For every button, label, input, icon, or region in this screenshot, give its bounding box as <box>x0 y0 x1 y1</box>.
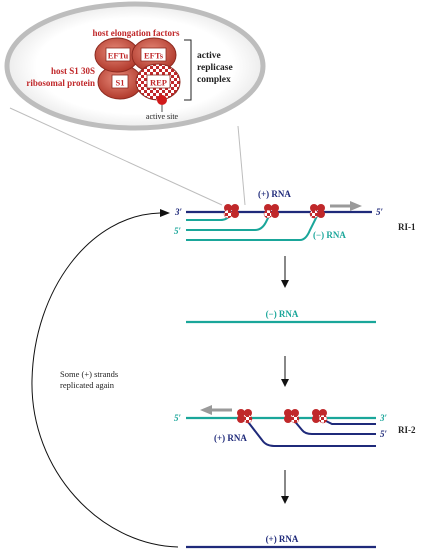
ri1-replicase-3 <box>309 204 325 219</box>
ri2-plus-strand-1 <box>244 417 376 447</box>
recycle-label-line1: Some (+) strands <box>60 369 118 379</box>
s1-label: S1 <box>116 78 125 88</box>
ri1-3prime: 3′ <box>174 207 183 217</box>
ri1-direction-arrowhead <box>350 201 362 211</box>
active-site-label: active site <box>146 112 179 121</box>
ri2-label: RI-2 <box>398 425 416 435</box>
ri2-plus-rna-label: (+) RNA <box>214 433 247 443</box>
zoom-line-right <box>237 125 246 206</box>
ri2-replicase-2 <box>284 409 300 424</box>
ri1-replicase-2 <box>263 204 279 219</box>
s1-label-box <box>111 74 129 89</box>
ri1-label: RI-1 <box>398 222 416 232</box>
ri2-plus-strand-2 <box>291 417 376 435</box>
efts-label-box <box>140 47 167 62</box>
rep-label: REP <box>150 78 167 88</box>
ri1-minus-strand-1 <box>186 213 231 221</box>
ri2-5prime-left: 5′ <box>174 413 182 423</box>
efts-label: EFTs <box>144 51 164 61</box>
ri2-intermediate: 5′ 3′ 5′ (+) RNA RI-2 <box>174 405 416 447</box>
eftu-label: EFTu <box>108 51 129 61</box>
ri1-minus-strand-3 <box>186 213 319 241</box>
minus-rna-label: (−) RNA <box>266 309 299 319</box>
final-plus-rna: (+) RNA <box>186 534 376 549</box>
active-site-marker <box>157 95 167 105</box>
ri1-minus-strand-2 <box>186 213 271 231</box>
complex-line1: active <box>197 51 221 61</box>
rep-label-box <box>146 74 171 89</box>
ri1-5prime-right: 5′ <box>376 207 384 217</box>
complex-line3: complex <box>197 75 231 85</box>
ri2-3prime-right: 3′ <box>379 413 388 423</box>
zoom-line-left <box>9 107 223 206</box>
ri2-replicase-1 <box>237 409 253 424</box>
ri1-intermediate: 3′ 5′ 5′ (+) RNA (−) RNA RI-1 <box>174 189 416 241</box>
ri2-replicase-3 <box>312 409 328 424</box>
minus-rna-strand: (−) RNA <box>186 309 376 324</box>
eftu-label-box <box>105 47 131 62</box>
complex-bracket <box>184 39 192 101</box>
ri2-5prime-right: 5′ <box>380 429 388 439</box>
recycle-label-line2: replicated again <box>60 380 115 390</box>
recycle-loop: Some (+) strands replicated again <box>31 209 179 548</box>
replicase-inset: EFTu EFTs S1 REP active site active repl… <box>4 1 266 206</box>
zoom-oval <box>4 1 266 131</box>
recycle-arrowhead <box>160 209 170 217</box>
ri1-5prime-left: 5′ <box>174 226 182 236</box>
host-s1-label-line1: host S1 30S <box>51 66 95 76</box>
complex-line2: replicase <box>197 63 233 73</box>
ri1-minus-rna-label: (−) RNA <box>313 230 346 240</box>
host-elongation-label: host elongation factors <box>93 28 180 38</box>
final-plus-rna-label: (+) RNA <box>266 534 299 544</box>
recycle-arrow <box>31 212 179 548</box>
host-s1-label-line2: ribosomal protein <box>26 78 95 88</box>
ri1-plus-rna-label: (+) RNA <box>258 189 291 199</box>
ri2-direction-arrowhead <box>200 405 212 415</box>
ri1-replicase-1 <box>223 204 239 219</box>
